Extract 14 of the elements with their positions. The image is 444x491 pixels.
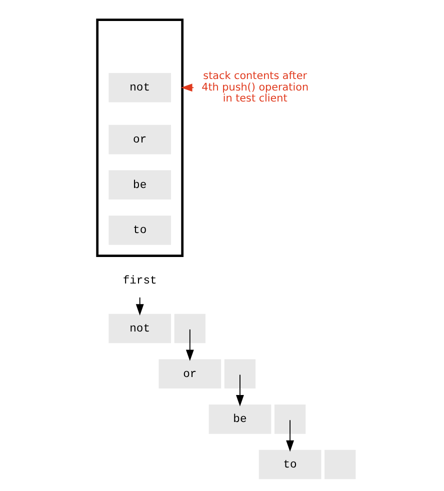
node-box: be (208, 404, 271, 434)
node-box (224, 359, 256, 388)
arrow (236, 374, 244, 406)
arrow (135, 296, 144, 316)
cluster (96, 18, 184, 257)
node-box: or (158, 359, 221, 388)
arrow (286, 420, 294, 452)
node-text: first (122, 275, 156, 288)
node-box (274, 404, 306, 434)
node-box: to (258, 450, 321, 480)
arrow (185, 328, 194, 362)
node-box (174, 314, 205, 344)
node-box: not (108, 314, 171, 344)
node-text: stack contents after 4th push() operation in test client (201, 70, 308, 105)
